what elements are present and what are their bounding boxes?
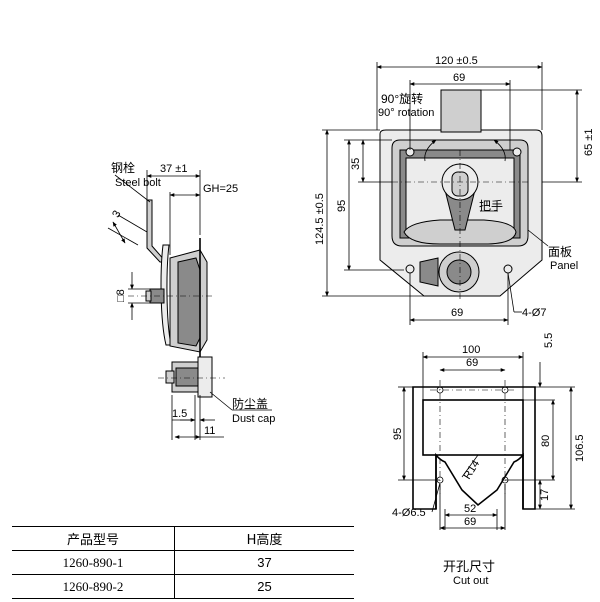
front-view: 120 ±0.5 69 90°旋转 90° rotation 65 ±1 35 … xyxy=(314,55,595,325)
cutout-dim-100: 100 xyxy=(462,344,480,356)
cutout-dim-52: 52 xyxy=(464,503,476,515)
table-cell-model: 1260-890-2 xyxy=(12,574,175,599)
table-row: 1260-890-2 25 xyxy=(12,574,354,599)
dim-120: 120 ±0.5 xyxy=(435,55,478,67)
handle-cn-label: 把手 xyxy=(479,199,503,213)
cutout-title-cn: 开孔尺寸 xyxy=(443,559,495,574)
hole-br xyxy=(503,264,513,274)
dim-square-8: □8 xyxy=(115,289,127,302)
cutout-dim-5-5: 5.5 xyxy=(543,333,555,348)
dim-3: 3 xyxy=(110,209,123,220)
table-row: 1260-890-1 37 xyxy=(12,550,354,575)
dim-gh: GH=25 xyxy=(203,183,238,195)
cutout-dim-69-bottom: 69 xyxy=(464,516,476,528)
hole-tr xyxy=(512,147,522,157)
side-view: 钢栓 Steel bolt 37 ±1 GH=25 3 □8 1.5 11 防尘… xyxy=(107,160,275,440)
dust-cap-cn-label: 防尘盖 xyxy=(232,396,268,411)
dim-95: 95 xyxy=(336,200,348,212)
latch-body-shade xyxy=(177,257,201,347)
spec-table: 产品型号 H高度 1260-890-1 37 1260-890-2 25 xyxy=(12,526,354,599)
cutout-dim-17: 17 xyxy=(539,489,551,501)
cutout-dim-r14: R14 xyxy=(461,458,482,481)
table-header-model: 产品型号 xyxy=(12,526,175,551)
dim-1-5: 1.5 xyxy=(172,408,187,420)
cutout-dim-80: 80 xyxy=(540,435,552,447)
table-header-height: H高度 xyxy=(174,526,354,551)
steel-bolt-cn-label: 钢栓 xyxy=(111,160,135,175)
cutout-dim-holes: 4-Ø6.5 xyxy=(392,507,426,519)
rotation-en-label: 90° rotation xyxy=(378,107,434,119)
panel-cn-label: 面板 xyxy=(548,245,572,259)
bolt-tab xyxy=(440,89,482,133)
dim-35: 35 xyxy=(350,158,362,170)
dim-65: 65 ±1 xyxy=(583,129,595,156)
steel-bolt-en-label: Steel bolt xyxy=(115,177,161,189)
dim-124-5: 124.5 ±0.5 xyxy=(314,193,326,245)
cutout-dim-95: 95 xyxy=(392,428,404,440)
panel-en-label: Panel xyxy=(550,260,578,272)
dim-69-top: 69 xyxy=(453,72,465,84)
cutout-title-en: Cut out xyxy=(453,575,488,587)
dust-cap-en-label: Dust cap xyxy=(232,413,275,425)
cutout-dim-106-5: 106.5 xyxy=(574,434,586,462)
table-cell-height: 25 xyxy=(174,574,354,599)
dim-holes-7: 4-Ø7 xyxy=(522,307,546,319)
table-cell-model: 1260-890-1 xyxy=(12,550,175,575)
cutout-dim-69-top: 69 xyxy=(466,357,478,369)
dim-37: 37 ±1 xyxy=(160,163,187,175)
table-header-row: 产品型号 H高度 xyxy=(12,526,354,551)
cutout-outline xyxy=(412,386,536,510)
hole-bl xyxy=(405,264,415,274)
dim-11: 11 xyxy=(204,425,215,437)
dim-69-bottom: 69 xyxy=(451,307,463,319)
cutout-view: 100 69 5.5 95 80 106.5 R14 17 4-Ø6.5 52 … xyxy=(392,333,586,587)
table-cell-height: 37 xyxy=(174,550,354,575)
rotation-cn-label: 90°旋转 xyxy=(381,91,423,106)
